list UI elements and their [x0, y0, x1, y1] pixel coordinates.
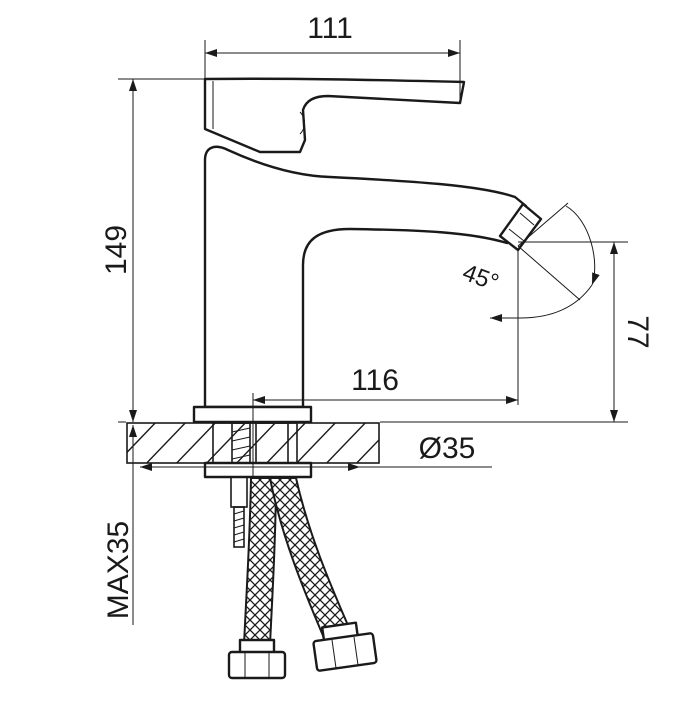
- hose-left: [242, 477, 278, 646]
- hose-right: [268, 477, 352, 640]
- faucet-body: [203, 77, 543, 409]
- dim-spout-reach: 116: [351, 364, 399, 397]
- dim-spout-height: 77: [621, 315, 654, 348]
- slab-hatching: [127, 423, 379, 463]
- handle-joint: [299, 111, 305, 135]
- dim-hole-diameter: Ø35: [419, 432, 476, 465]
- dim-aerator-angle: 45°: [459, 259, 502, 297]
- dimension-lines: [118, 40, 628, 625]
- dim-max-thickness: MAX35: [102, 521, 135, 619]
- lock-nut: [203, 461, 313, 479]
- dim-top-width: 111: [307, 12, 353, 45]
- supply-hoses: [227, 476, 378, 680]
- hose-left-nut: [227, 650, 287, 680]
- handle-lever: [203, 77, 466, 154]
- dim-height-left: 149: [100, 225, 133, 275]
- hose-right-nut: [312, 632, 378, 672]
- faucet-column-spout: [203, 145, 530, 409]
